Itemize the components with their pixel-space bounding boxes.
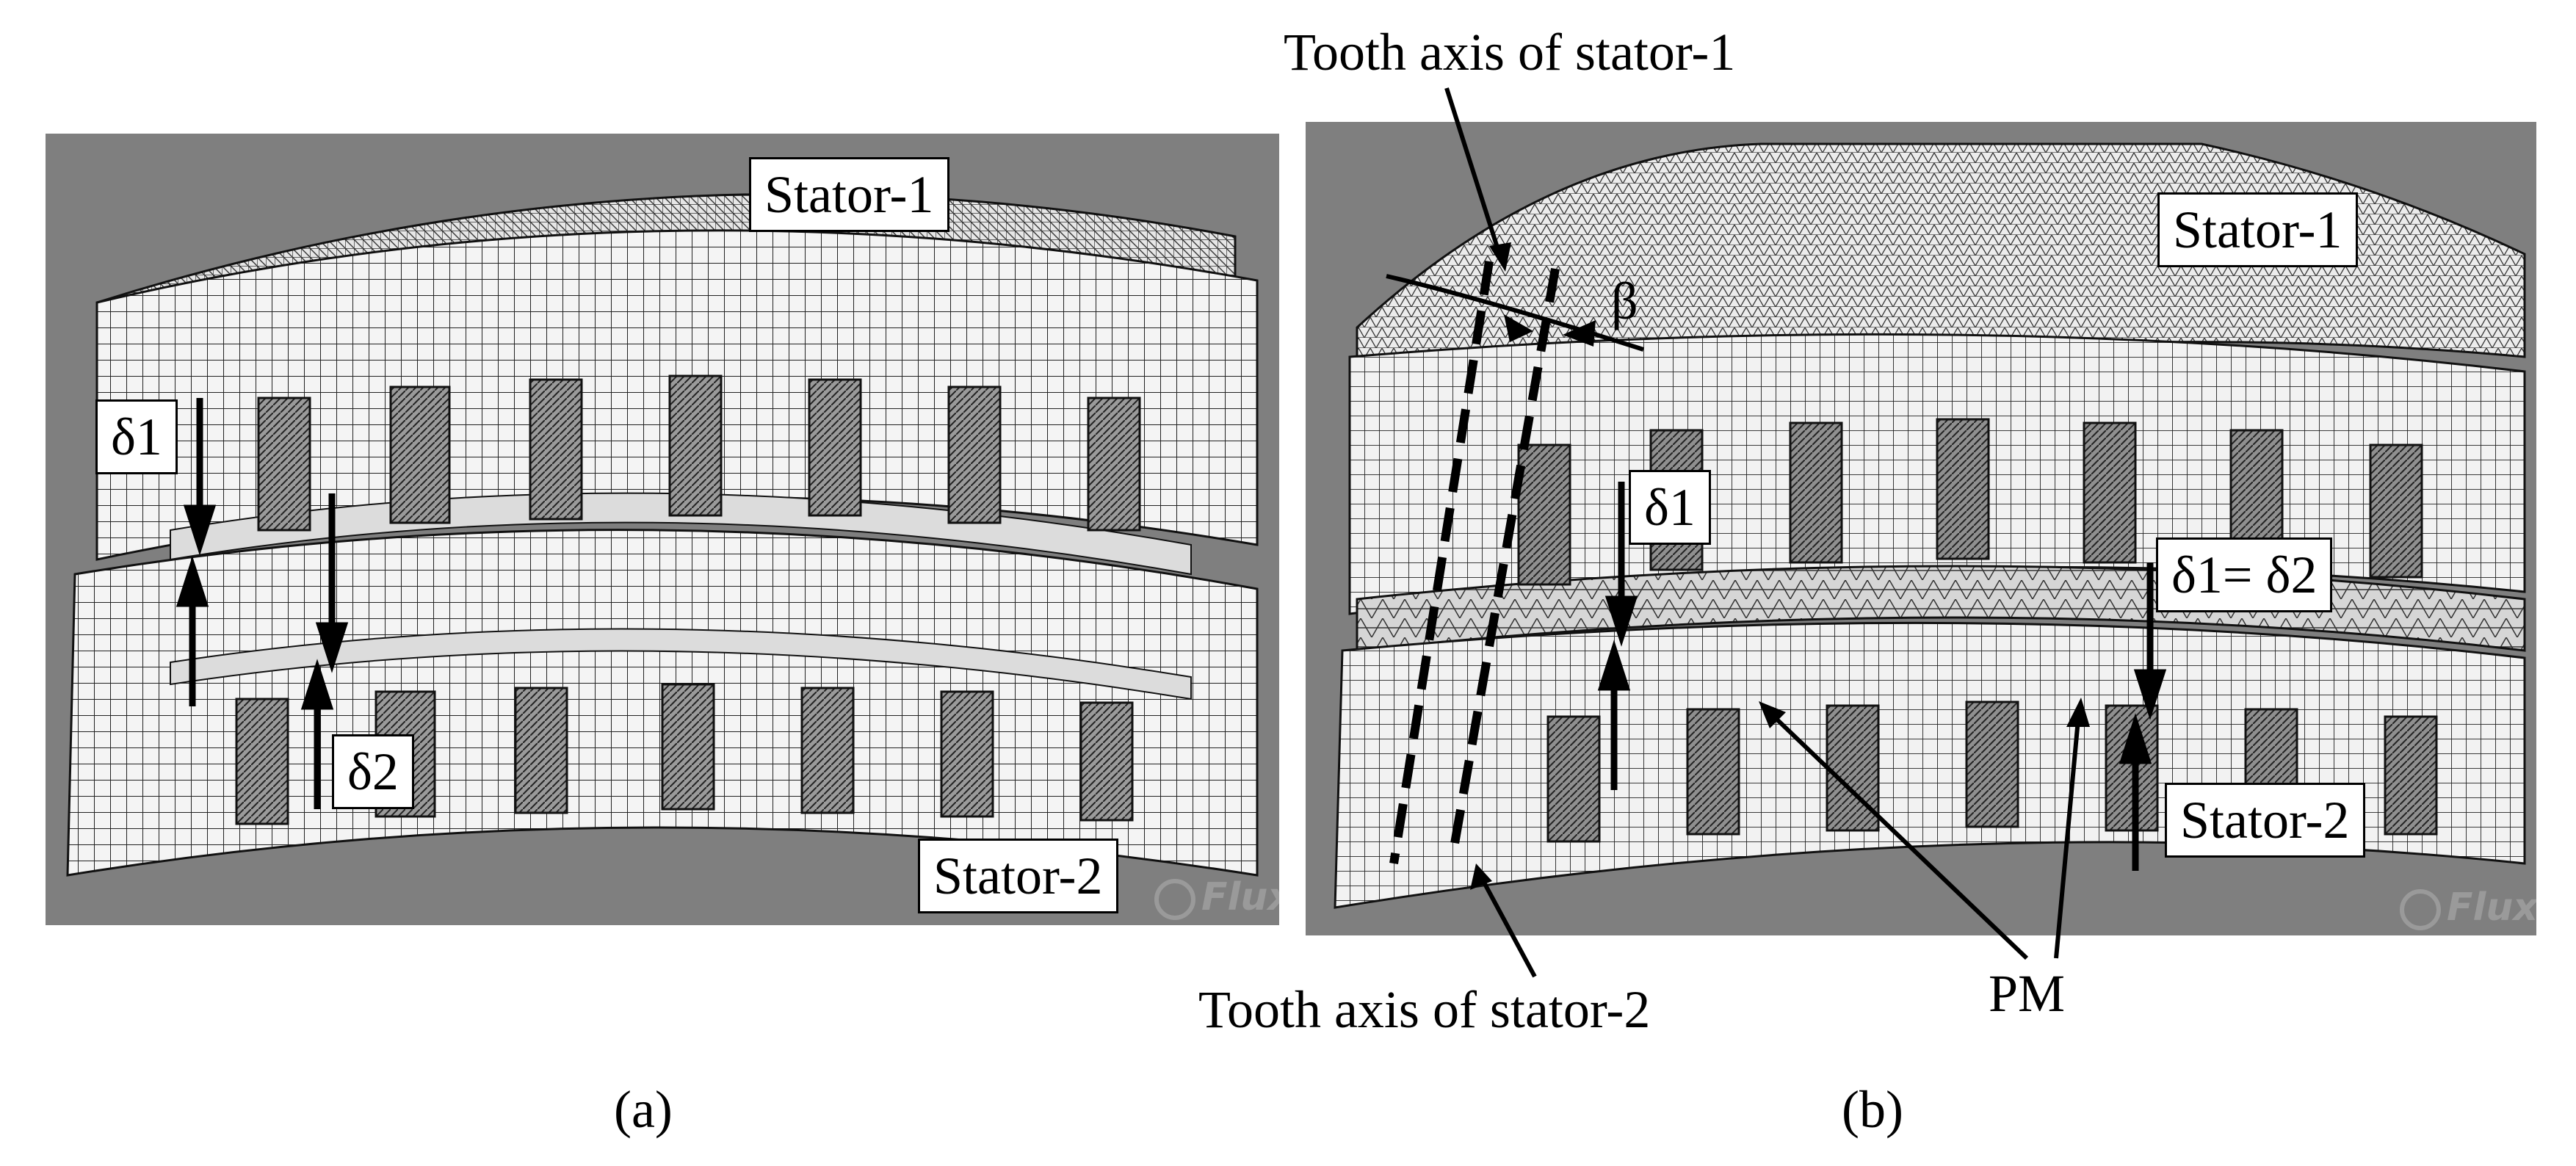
pm-leader-2	[2054, 719, 2080, 959]
stator-1-slots	[1517, 418, 2423, 586]
tooth-axis-1-leader	[1444, 87, 1500, 250]
beta-arrow-left	[1504, 314, 1533, 342]
tooth-axis-stator-2-label: Tooth axis of stator-2	[1198, 980, 1651, 1039]
delta-2-label: δ2	[332, 734, 414, 809]
tooth-axis-1-line	[1389, 261, 1494, 864]
caption-a: (a)	[614, 1080, 673, 1139]
gap-band-2	[170, 628, 1192, 700]
delta-equal-label: δ1= δ2	[2156, 537, 2333, 612]
stator-2-label: Stator-2	[918, 839, 1118, 913]
stator-1-slots	[257, 374, 1141, 532]
tooth-axis-2-arrowhead	[1470, 863, 1492, 890]
pm-label: PM	[1989, 964, 2066, 1023]
beta-label: β	[1611, 272, 1638, 330]
delta-1-label: δ1	[95, 399, 178, 474]
delta-1-arrows-b	[1597, 482, 1638, 790]
flux-watermark-b: Flux	[2400, 886, 2536, 930]
tooth-axis-2-leader	[1481, 880, 1537, 978]
beta-arrow-right	[1563, 320, 1596, 347]
tooth-axis-1-arrowhead	[1489, 242, 1511, 272]
pm-arrowhead-1	[1759, 701, 1786, 728]
stator-1-yoke-top	[97, 194, 1235, 369]
pm-leader-1	[1775, 717, 2029, 960]
flux-logo-icon-b	[2400, 889, 2441, 930]
delta-1-label-b: δ1	[1629, 470, 1711, 545]
panel-a-mesh-view: Stator-1 Stator-2 δ1 δ2 Flux	[46, 134, 1279, 925]
tooth-axis-stator-1-label: Tooth axis of stator-1	[1284, 23, 1736, 82]
stator-1-label: Stator-1	[749, 157, 949, 232]
delta-2-arrows	[300, 493, 349, 809]
delta-1-arrows	[176, 398, 217, 706]
delta-equal-arrows	[2119, 562, 2167, 871]
pm-arrowhead-2	[2066, 698, 2090, 727]
stator-2-label-b: Stator-2	[2165, 783, 2365, 858]
flux-watermark: Flux	[1154, 875, 1279, 920]
panel-b-mesh-view: Stator-1 Stator-2 δ1 δ1= δ2 β Flux	[1306, 122, 2536, 935]
flux-logo-icon	[1154, 879, 1195, 920]
beta-arc	[1386, 274, 1644, 352]
caption-b: (b)	[1842, 1080, 1903, 1139]
stator-1-label-b: Stator-1	[2157, 192, 2358, 267]
